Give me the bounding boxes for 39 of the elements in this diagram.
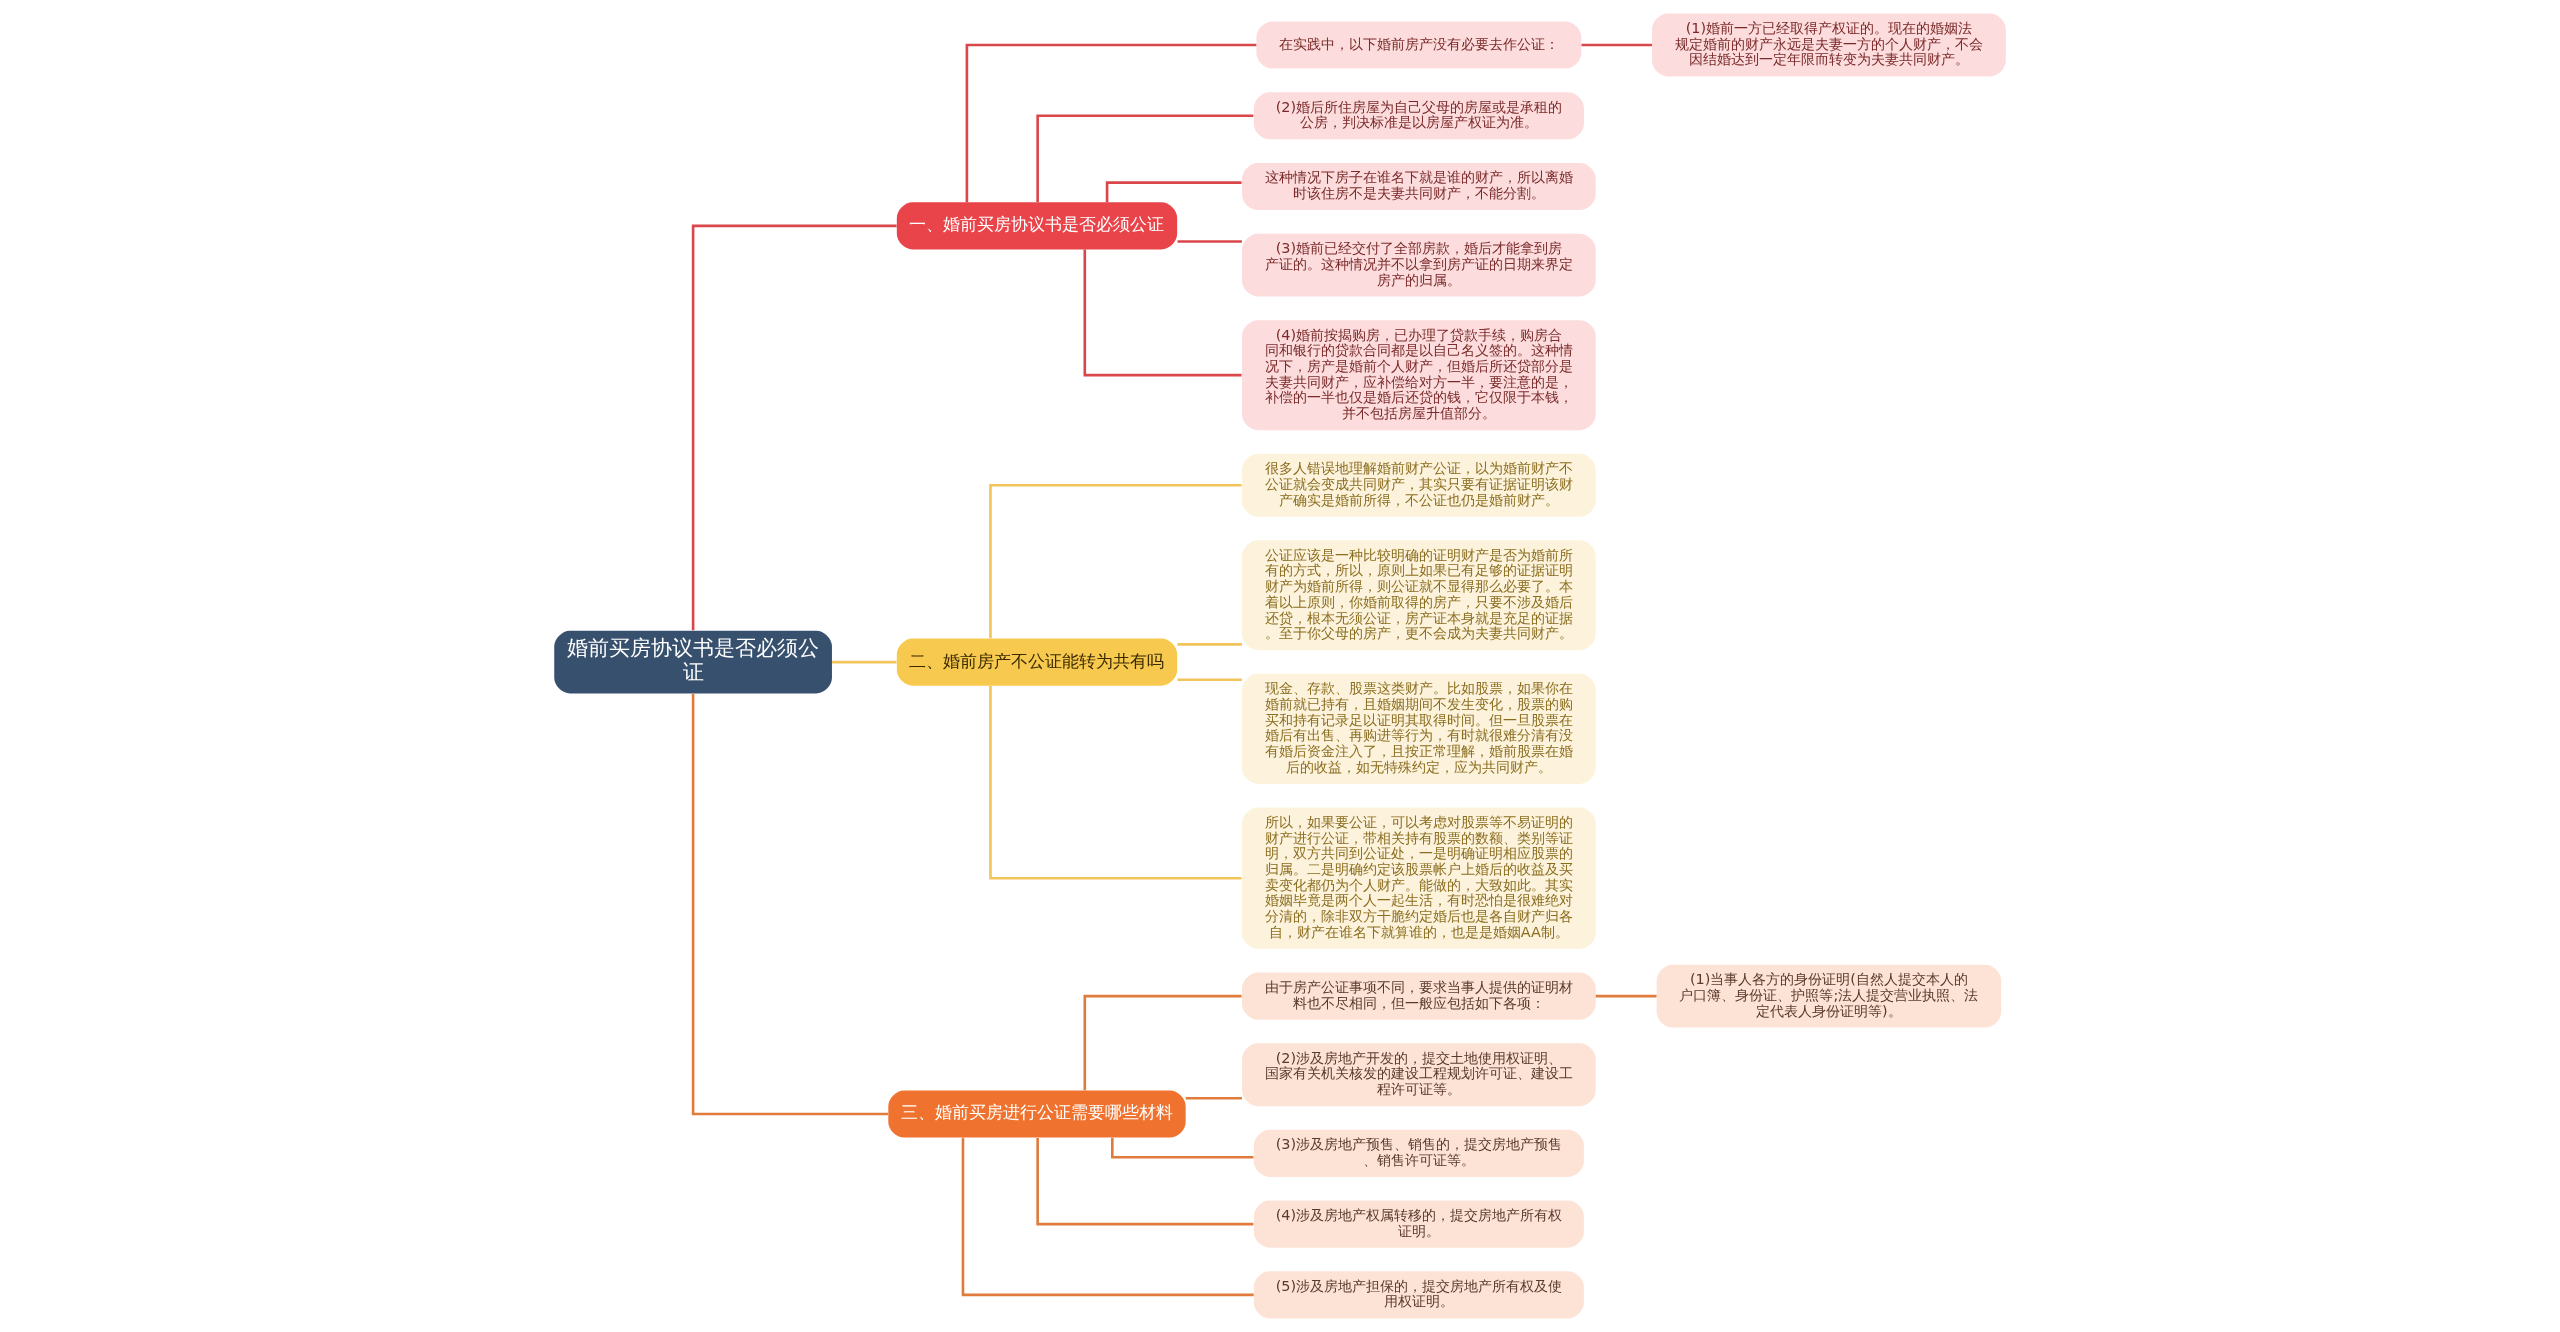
node-box: 由于房产公证事项不同，要求当事人提供的证明材料也不尽相同，但一般应包括如下各项：: [1242, 972, 1596, 1020]
node-box: 现金、存款、股票这类财产。比如股票，如果你在婚前就已持有，且婚姻期间不发生变化，股票的购买和持有记录足以证明其取得时间。但一旦股票在婚后有出售、再购进等行为，有时就很难分清有没有婚后资金注入了，且按正常理解，婚前股票在婚后的收益，如无特殊约定，应为共同财产。: [1242, 673, 1596, 784]
connector: [832, 660, 897, 664]
node-box: 二、婚前房产不公证能转为共有吗: [896, 638, 1178, 686]
connector: [1105, 181, 1242, 203]
node-box: 三、婚前买房进行公证需要哪些材料: [888, 1090, 1186, 1138]
connector: [989, 686, 1242, 880]
node-box: (3)婚前已经交付了全部房款，婚后才能拿到房产证的。这种情况并不以拿到房产证的日期来界定房产的归属。: [1242, 233, 1596, 297]
connector: [691, 224, 897, 631]
connector: [1083, 249, 1242, 377]
connector: [1185, 1097, 1242, 1100]
connector: [1177, 643, 1242, 646]
connector: [1177, 678, 1242, 682]
connector: [961, 1137, 1254, 1297]
connector: [1177, 240, 1242, 243]
connector: [1036, 1137, 1254, 1226]
node-box: 在实践中，以下婚前房产没有必要去作公证：: [1256, 21, 1582, 69]
connector: [1581, 43, 1652, 47]
node-box: 公证应该是一种比较明确的证明财产是否为婚前所有的方式，所以，原则上如果已有足够的证据证明财产为婚前所得，则公证就不显得那么必要了。本着以上原则，你婚前取得的房产，只要不涉及婚后还贷，根本无须公证，房产证本身就是充足的证据。至于你父母的房产，更不会成为夫妻共同财产。: [1242, 540, 1596, 651]
node-box: 婚前买房协议书是否必须公证: [554, 630, 832, 694]
connector: [1083, 994, 1242, 1091]
node-box: (5)涉及房地产担保的，提交房地产所有权及使用权证明。: [1253, 1271, 1584, 1319]
node-box: (4)婚前按揭购房，已办理了贷款手续，购房合同和银行的贷款合同都是以自己名义签的。这种情况下，房产是婚前个人财产，但婚后所还贷部分是夫妻共同财产，应补偿给对方一半，要注意的是，补偿的一半也仅是婚后还贷的钱，它仅限于本钱，并不包括房屋升值部分。: [1242, 320, 1596, 431]
node-box: (1)当事人各方的身份证明(自然人提交本人的户口簿、身份证、护照等;法人提交营业执照、法定代表人身份证明等)。: [1656, 964, 2002, 1028]
connector: [989, 483, 1242, 639]
connector: [1111, 1137, 1254, 1159]
node-box: 很多人错误地理解婚前财产公证，以为婚前财产不公证就会变成共同财产，其实只要有证据证明该财产确实是婚前所得，不公证也仍是婚前财产。: [1242, 453, 1596, 517]
node-box: (4)涉及房地产权属转移的，提交房地产所有权证明。: [1253, 1200, 1584, 1248]
node-box: (3)涉及房地产预售、销售的，提交房地产预售、销售许可证等。: [1253, 1129, 1584, 1177]
node-box: (2)涉及房地产开发的，提交土地使用权证明、国家有关机关核发的建设工程规划许可证、建设工程许可证等。: [1242, 1043, 1596, 1107]
node-box: (1)婚前一方已经取得产权证的。现在的婚姻法规定婚前的财产永远是夫妻一方的个人财产，不会因结婚达到一定年限而转变为夫妻共同财产。: [1652, 13, 2006, 77]
node-box: 这种情况下房子在谁名下就是谁的财产，所以离婚时该住房不是夫妻共同财产，不能分割。: [1242, 162, 1596, 211]
node-box: 一、婚前买房协议书是否必须公证: [896, 202, 1178, 250]
connector: [965, 43, 1257, 203]
connector: [1595, 994, 1657, 998]
connector: [691, 693, 889, 1116]
connector: [1036, 114, 1254, 202]
node-box: 所以，如果要公证，可以考虑对股票等不易证明的财产进行公证，带相关持有股票的数额、类别等证明，双方共同到公证处，一是明确证明相应股票的归属。二是明确约定该股票帐户上婚后的收益及买卖变化都仍为个人财产。能做的，大致如此。其实婚姻毕竟是两个人一起生活，有时恐怕是很难绝对分清的，除非双方干脆约定婚后也是各自财产归各自，财产在谁名下就算谁的，也是是婚姻AA制。: [1242, 807, 1596, 949]
node-box: (2)婚后所住房屋为自己父母的房屋或是承租的公房，判决标准是以房屋产权证为准。: [1253, 92, 1584, 140]
